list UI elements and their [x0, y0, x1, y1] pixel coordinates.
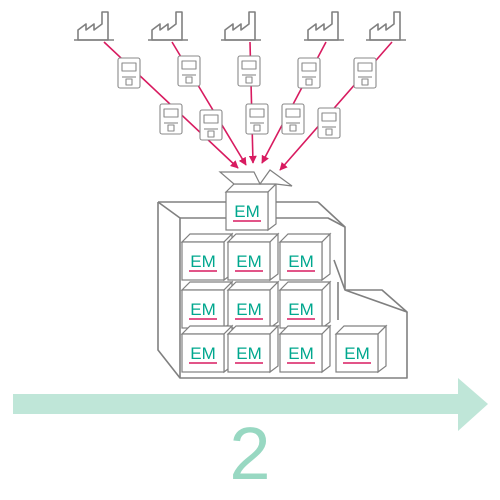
em-box: EM: [218, 169, 293, 232]
em-box: EM: [180, 232, 234, 282]
em-box: EM: [226, 280, 280, 330]
em-box-label: EM: [236, 252, 262, 271]
em-box-label: EM: [288, 252, 314, 271]
em-box-label: EM: [236, 344, 262, 363]
relay-block-icon: [199, 109, 223, 141]
em-box: EM: [180, 324, 234, 374]
em-box: EM: [278, 280, 332, 330]
factories-row: [74, 11, 406, 41]
em-box-label: EM: [344, 344, 370, 363]
em-box: EM: [226, 232, 280, 282]
em-box-label: EM: [288, 300, 314, 319]
em-box-label: EM: [190, 300, 216, 319]
timeline-arrow: [13, 378, 488, 431]
selector-switch-icon: [317, 107, 341, 139]
em-box: EM: [278, 324, 332, 374]
em-box: EM: [226, 324, 280, 374]
em-box: EM: [334, 324, 388, 374]
mcb-icon: [297, 57, 321, 89]
contactor-icon: [159, 103, 183, 135]
relay-icon: [237, 55, 261, 87]
circuit-breaker-icon: [117, 57, 141, 89]
sensor-icon: [281, 103, 305, 135]
em-boxes: EM EM EM EM EM EM EM EM EM EM EM: [180, 169, 388, 374]
components-group: [117, 55, 377, 141]
factory-icon: [221, 11, 261, 41]
em-box: EM: [180, 280, 234, 330]
em-box-label: EM: [234, 202, 260, 221]
factory-icon: [74, 11, 114, 41]
em-box-label: EM: [236, 300, 262, 319]
factory-icon: [148, 11, 188, 41]
controller-module-icon: [353, 57, 377, 89]
em-box-label: EM: [288, 344, 314, 363]
em-box-label: EM: [190, 344, 216, 363]
factory-icon: [366, 11, 406, 41]
em-box: EM: [278, 232, 332, 282]
contactor-icon: [177, 55, 201, 87]
factory-icon: [304, 11, 344, 41]
step-number: 2: [229, 412, 271, 495]
em-box-label: EM: [190, 252, 216, 271]
fuse-icon: [245, 103, 269, 135]
